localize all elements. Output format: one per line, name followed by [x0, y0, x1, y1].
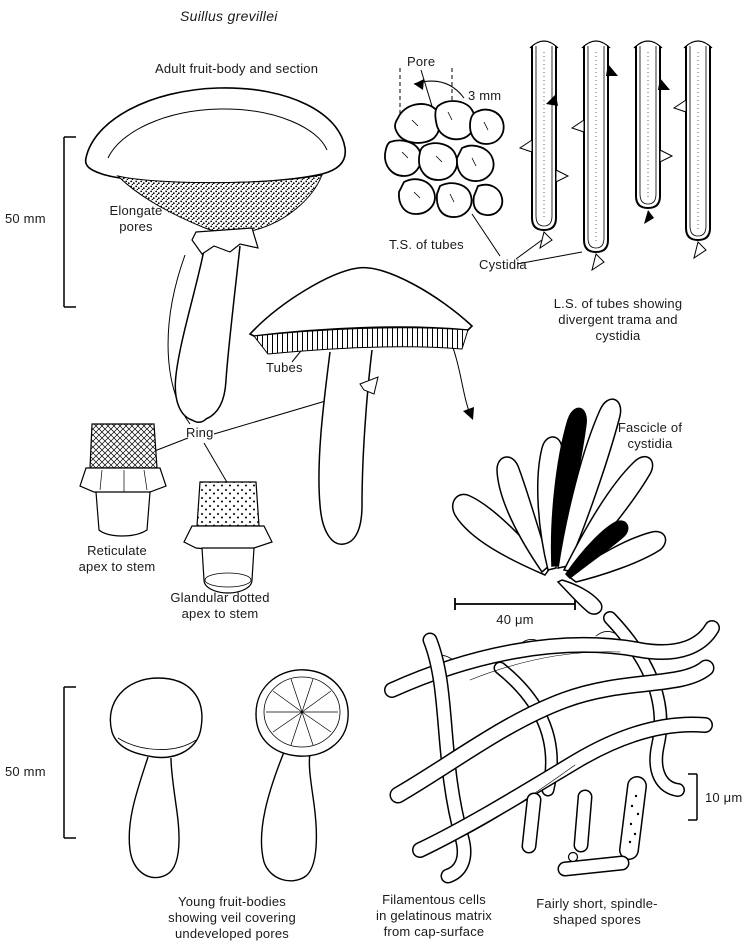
section-mushroom-drawing	[248, 266, 474, 545]
young-fruit-bodies-drawing	[109, 669, 349, 882]
label-filamentous-cells: Filamentous cells in gelatinous matrix f…	[376, 892, 492, 939]
page-title: Suillus grevillei	[180, 8, 278, 24]
reticulate-stem-drawing	[79, 423, 167, 537]
filamentous-cells-drawing	[384, 611, 720, 884]
label-reticulate-apex: Reticulate apex to stem	[78, 543, 156, 574]
label-cystidia: Cystidia	[479, 257, 527, 272]
scale-bar-50mm-bottom	[63, 686, 76, 839]
scale-bar-50mm-top	[63, 136, 76, 308]
adult-fruit-body-drawing	[84, 87, 347, 423]
label-scale-10um: 10 μm	[705, 790, 743, 805]
label-pore: Pore	[407, 54, 436, 69]
ls-of-tubes-drawing	[518, 40, 713, 272]
label-tubes: Tubes	[266, 360, 303, 375]
label-scale-3mm: 3 mm	[468, 88, 502, 103]
label-scale-40um: 40 μm	[496, 612, 534, 627]
spores-drawing	[521, 776, 647, 877]
label-elongate-pores: Elongate pores	[109, 203, 163, 234]
label-young-fruit-bodies: Young fruit-bodies showing veil covering…	[168, 894, 296, 941]
label-fascicle: Fascicle of cystidia	[617, 420, 683, 451]
scale-bar-40um	[454, 598, 576, 610]
label-scale-50mm-bottom: 50 mm	[5, 764, 46, 779]
label-ring: Ring	[186, 425, 214, 440]
ts-of-tubes-drawing	[384, 100, 505, 218]
label-glandular-apex: Glandular dotted apex to stem	[170, 590, 270, 621]
label-spores: Fairly short, spindle- shaped spores	[536, 896, 658, 927]
fascicle-drawing	[451, 398, 667, 615]
glandular-stem-drawing	[183, 481, 273, 594]
scale-bar-10um	[688, 773, 698, 821]
scale-marks-3mm	[399, 68, 465, 118]
label-scale-50mm-top: 50 mm	[5, 211, 46, 226]
label-ts-of-tubes: T.S. of tubes	[389, 237, 464, 252]
label-ls-of-tubes: L.S. of tubes showing divergent trama an…	[553, 296, 683, 343]
label-adult-fruit-body: Adult fruit-body and section	[155, 61, 319, 76]
